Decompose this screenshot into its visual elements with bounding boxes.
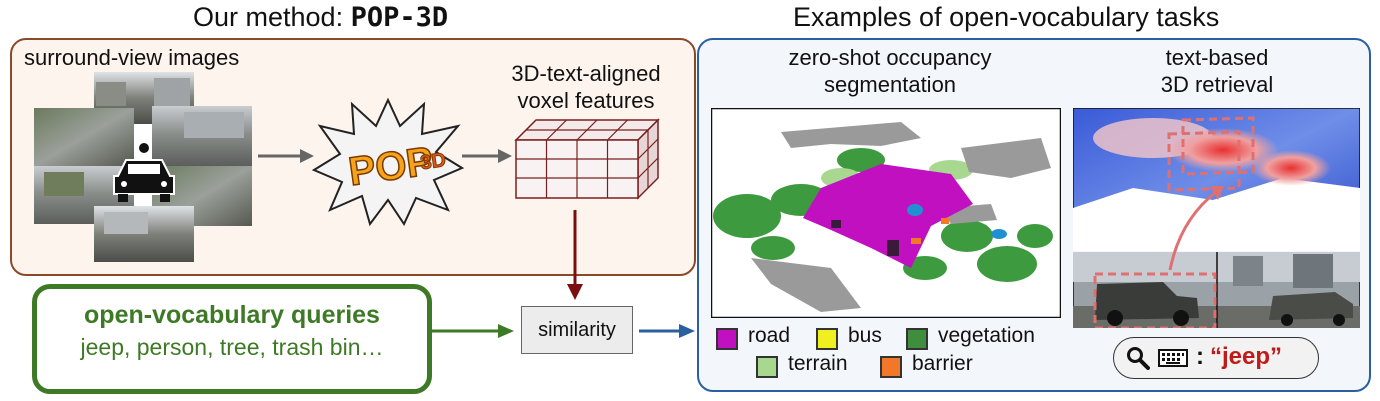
retrieval-label-line-2: 3D retrieval [1160,72,1274,97]
queries-box: open-vocabulary queries jeep, person, tr… [32,284,432,394]
legend-swatch-road [716,328,738,350]
misc-dark-voxels [831,220,899,256]
left-title: Our method: POP-3D [193,2,448,33]
jeep-shape [1095,282,1199,326]
barrier-voxels [911,218,949,244]
legend-label-vegetation: vegetation [938,324,1035,347]
method-name: POP-3D [350,2,449,33]
voxel-label-line-1: 3D-text-aligned [511,61,661,86]
legend-swatch-terrain [756,356,778,378]
retrieval-heatmap [1073,108,1360,251]
arrow-similarity-to-tasks [639,324,695,338]
text-query-bar: : “jeep” [1113,337,1319,379]
road-voxels [803,164,973,268]
surround-view-label: surround-view images [24,45,240,70]
voxel-grid [514,118,660,200]
legend-label-barrier: barrier [912,352,973,375]
legend-swatch-barrier [880,356,902,378]
legend-label-terrain: terrain [788,352,848,375]
keyboard-icon [1158,349,1188,367]
similarity-box: similarity [521,306,633,354]
legend-swatch-bus [816,328,838,350]
search-icon [1127,347,1150,370]
building-voxels [751,122,1051,312]
voxel-label-line-2: voxel features [517,88,655,113]
legend-label-bus: bus [848,324,882,347]
retrieval-label-line-1: text-based [1165,45,1269,70]
retrieval-link-arrow [1168,186,1224,271]
car-icon [113,140,175,202]
arrow-model-to-voxels [462,149,512,163]
arrow-queries-to-similarity [432,324,514,338]
camera-front-left [34,108,134,166]
occupancy-segmentation-image [711,108,1061,318]
query-separator: : [1196,343,1204,370]
query-text: “jeep” [1210,343,1283,370]
retrieval-camera-image [1073,252,1360,328]
arrow-voxels-to-similarity [567,210,583,300]
voxel-features-label: 3D-text-aligned voxel features [494,60,678,114]
legend-swatch-vegetation [906,328,928,350]
car-voxels [907,204,1007,239]
retrieval-label: text-based 3D retrieval [1076,44,1358,98]
vegetation-voxels [713,148,1053,282]
occupancy-label-line-1: zero-shot occupancy [788,45,992,70]
occupancy-label: zero-shot occupancy segmentation [712,44,1068,98]
queries-examples: jeep, person, tree, trash bin… [80,334,384,360]
legend: road bus vegetation terrain barrier [716,324,1056,380]
pop3d-logo: POP 3D [312,97,464,226]
legend-label-road: road [748,324,791,347]
logo-sub-text: 3D [419,149,447,174]
occupancy-label-line-2: segmentation [823,72,957,97]
left-title-prefix: Our method: [193,2,351,32]
queries-title: open-vocabulary queries [84,301,380,329]
surround-view-images [34,72,252,262]
arrow-images-to-model [258,149,314,163]
right-title: Examples of open-vocabulary tasks [793,2,1220,32]
